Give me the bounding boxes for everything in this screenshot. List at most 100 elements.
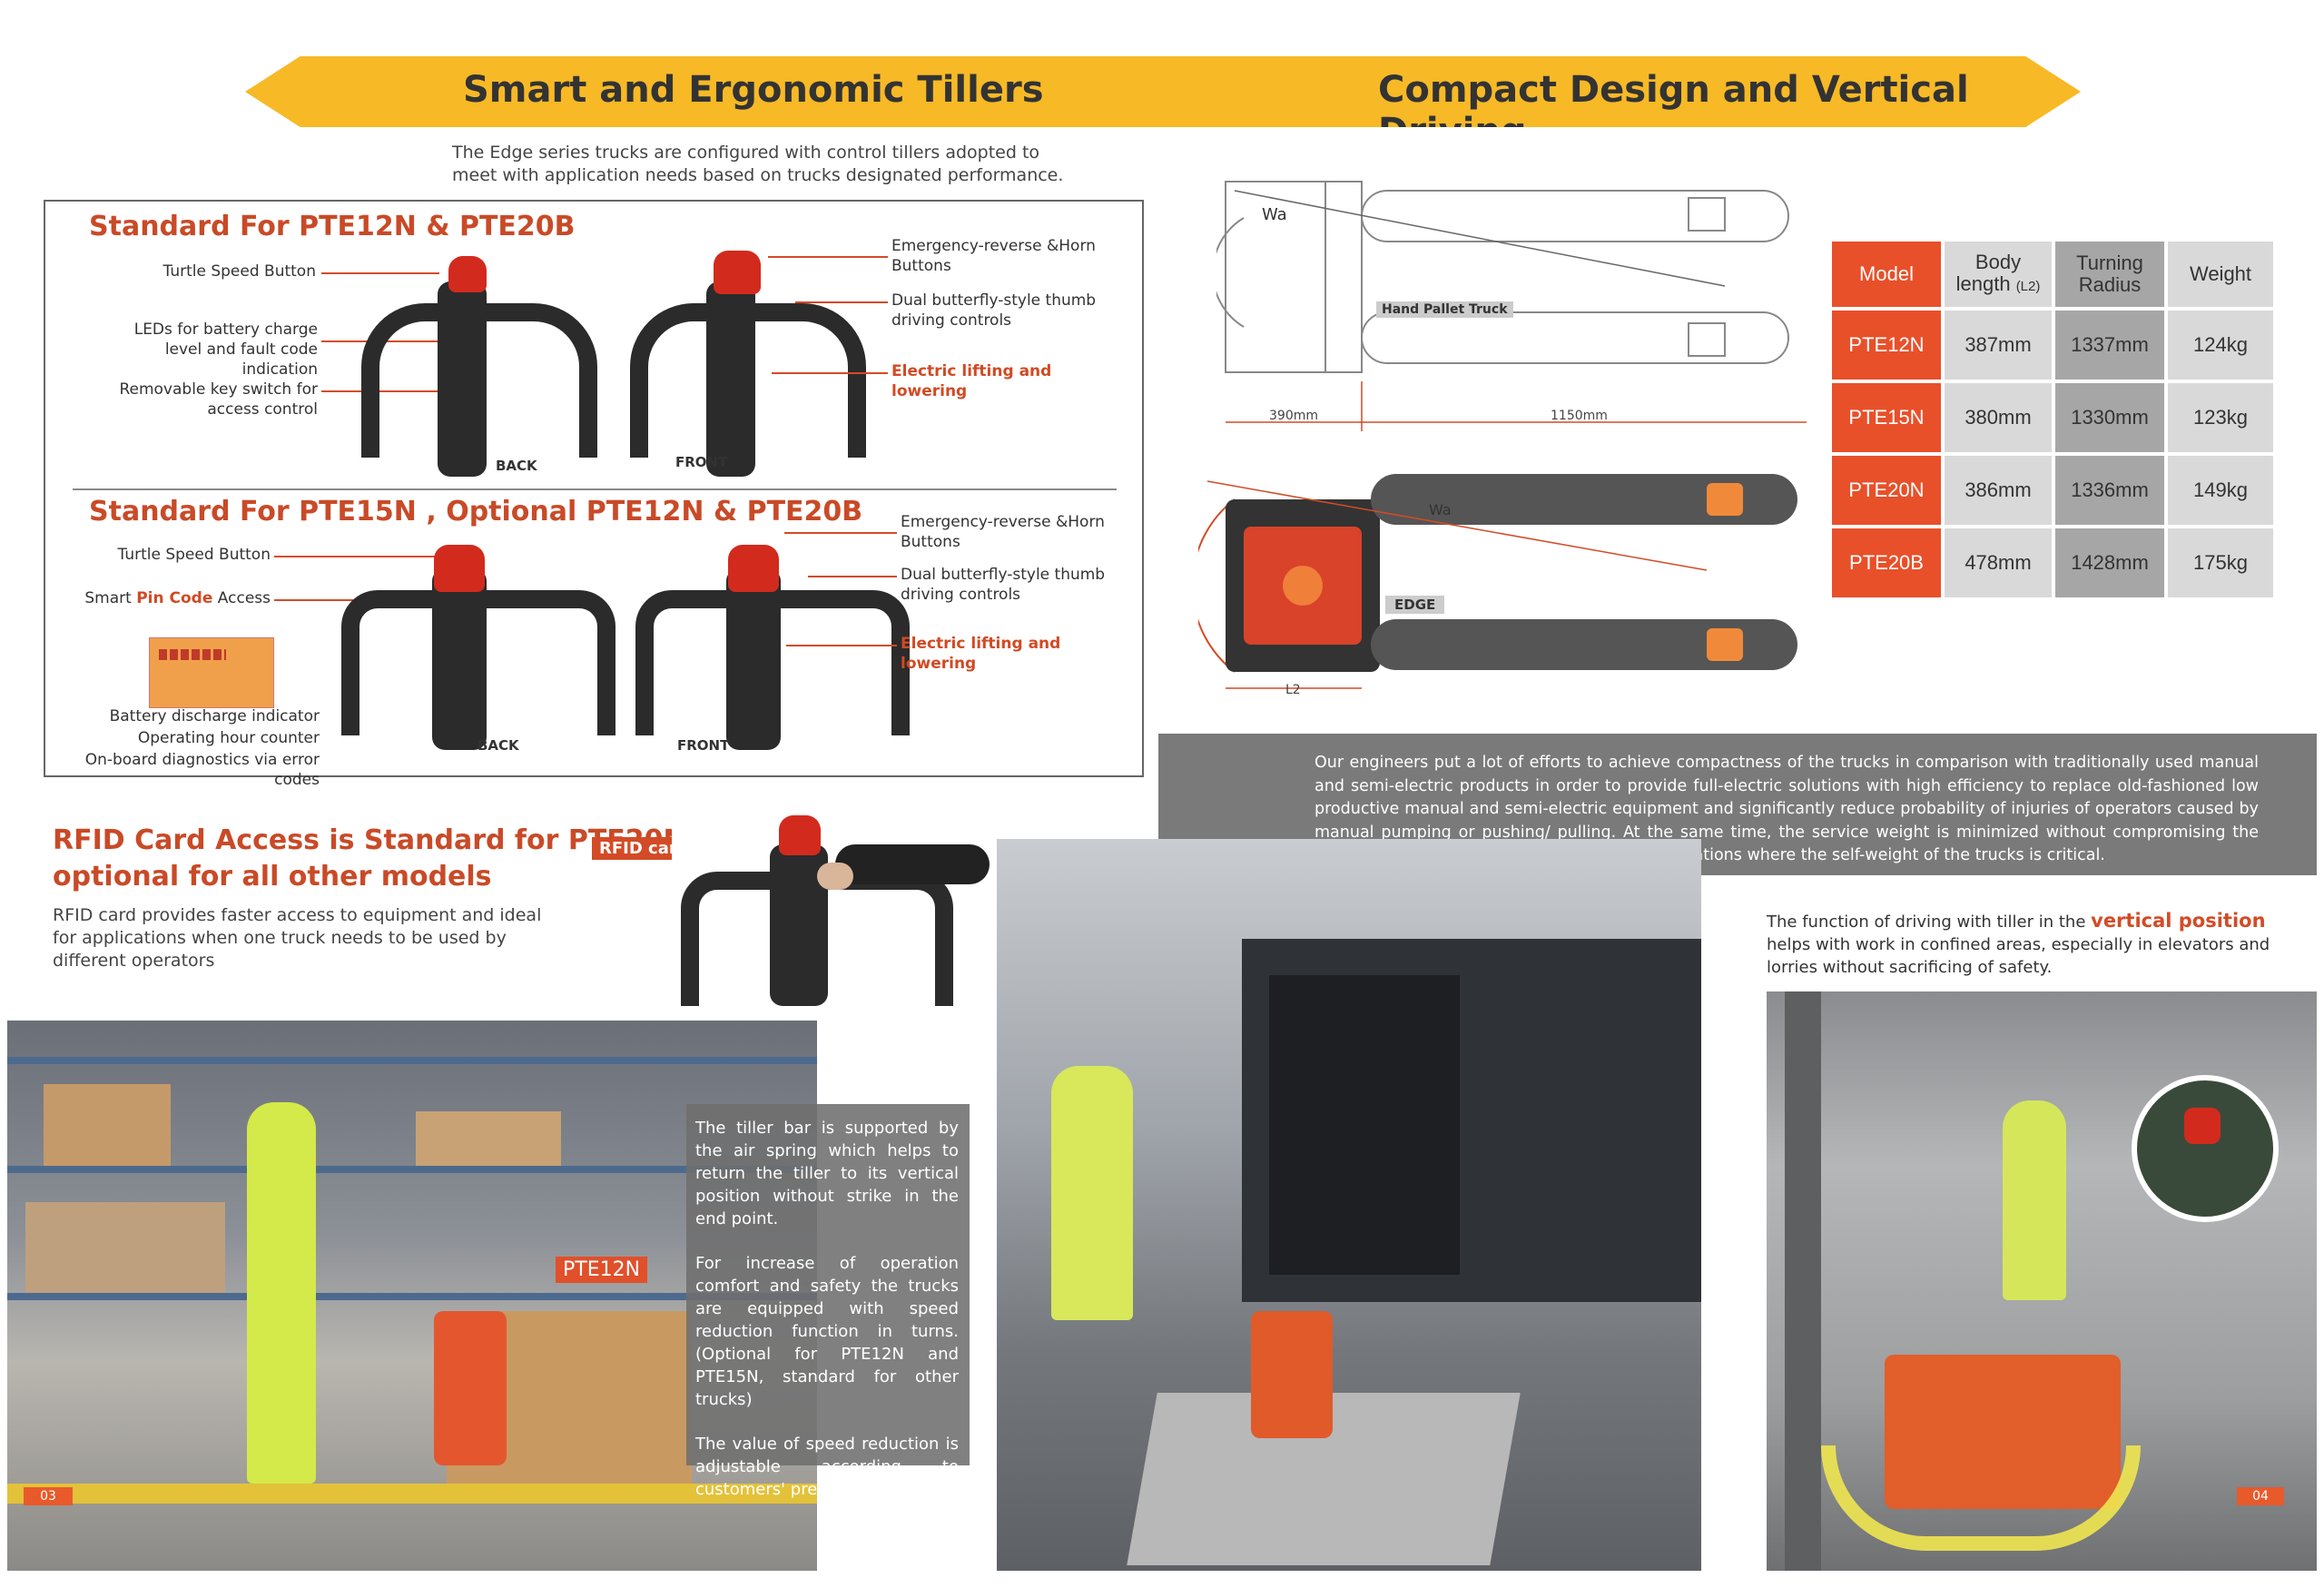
warehouse-p2: For increase of operation comfort and sa… <box>695 1254 959 1409</box>
floor-line <box>7 1484 817 1504</box>
tiller-back-1-stem <box>438 281 487 477</box>
tiller-back-2-stem <box>432 568 487 750</box>
s1-back-label: BACK <box>496 458 537 474</box>
hand-shape <box>817 863 853 890</box>
header-turning: Turning Radius <box>2055 242 2164 307</box>
boxes-1 <box>44 1084 171 1166</box>
s2-hours-label: Operating hour counter <box>137 729 320 747</box>
tiller-front-2-head <box>728 545 779 592</box>
vertical-suffix: helps with work in confined areas, espec… <box>1767 935 2270 977</box>
vertical-highlight: vertical position <box>2091 910 2266 932</box>
hand-pallet-label: Hand Pallet Truck <box>1376 301 1513 318</box>
edge-fork-bottom <box>1371 619 1797 670</box>
s1-turtle-label: Turtle Speed Button <box>162 262 316 281</box>
cell-model: PTE20B <box>1832 528 1941 597</box>
elevator-door-frame <box>1785 991 1821 1571</box>
intro-text: The Edge series trucks are configured wi… <box>452 143 1064 185</box>
s2-diag-label: On-board diagnostics via error codes <box>84 751 320 789</box>
header-weight: Weight <box>2168 242 2273 307</box>
s2-turtle-line <box>274 556 438 557</box>
s2-emergency-line <box>784 532 897 534</box>
rfid-tiller-image <box>672 808 990 1006</box>
s1-emergency-label: Emergency-reverse &Horn Buttons <box>891 237 1096 275</box>
s2-butterfly-line <box>808 576 897 577</box>
tiller-front-2-handle <box>635 590 910 735</box>
cell-body: 478mm <box>1945 528 2052 597</box>
table-row: PTE20N 386mm 1336mm 149kg <box>1832 456 2273 525</box>
cell-body: 387mm <box>1945 311 2052 380</box>
table-row: PTE20B 478mm 1428mm 175kg <box>1832 528 2273 597</box>
cell-turning: 1337mm <box>2055 311 2164 380</box>
truck-delivery-photo <box>997 839 1701 1571</box>
edge-label: EDGE <box>1385 596 1445 614</box>
s1-butterfly-label: Dual butterfly-style thumb driving contr… <box>891 291 1097 330</box>
tiller-front-1-stem <box>706 281 755 477</box>
s1-lifting-line <box>772 372 888 374</box>
boxes-3 <box>25 1202 225 1293</box>
s2-lifting-line <box>786 645 897 646</box>
s2-pin-suffix: Access <box>212 589 271 607</box>
s1-butterfly-line <box>795 301 888 303</box>
tiller-closeup-circle <box>2132 1075 2279 1222</box>
rfid-title-line2: optional for all other models <box>53 861 492 893</box>
pallet-truck-body <box>434 1311 507 1465</box>
delivery-truck-body <box>1251 1311 1333 1438</box>
vertical-prefix: The function of driving with tiller in t… <box>1767 912 2092 932</box>
cell-turning: 1428mm <box>2055 528 2164 597</box>
warehouse-overlay: The tiller bar is supported by the air s… <box>686 1104 970 1499</box>
hand-turn-line <box>1234 190 1726 287</box>
cell-body: 386mm <box>1945 456 2052 525</box>
left-banner-title: Smart and Ergonomic Tillers <box>463 69 1044 111</box>
header-banner: Smart and Ergonomic Tillers Compact Desi… <box>245 56 2081 127</box>
table-row: PTE15N 380mm 1330mm 123kg <box>1832 383 2273 452</box>
tiller-front-1-head <box>714 251 761 294</box>
vertical-text: The function of driving with tiller in t… <box>1767 910 2275 979</box>
s2-back-label: BACK <box>478 737 519 754</box>
edge-fork-roller-bottom <box>1707 628 1743 661</box>
page-number-04: 04 <box>2237 1487 2284 1505</box>
hand-fork-top <box>1361 190 1789 242</box>
rfid-title: RFID Card Access is Standard for PTE20N … <box>53 823 686 895</box>
header-body: Body length (L2) <box>1945 242 2052 307</box>
standard2-title: Standard For PTE15N , Optional PTE12N & … <box>89 496 863 528</box>
s2-emergency-label: Emergency-reverse &Horn Buttons <box>901 513 1105 551</box>
s2-turtle-label: Turtle Speed Button <box>117 546 271 564</box>
hand-fork-bottom <box>1361 311 1789 364</box>
edge-diagram <box>1198 474 1797 689</box>
warehouse-p3: The value of speed reduction is adjustab… <box>695 1435 959 1499</box>
delivery-operator <box>1051 1066 1133 1320</box>
s1-emergency-line <box>768 256 888 258</box>
s2-battery-label: Battery discharge indicator <box>109 707 320 725</box>
s2-lifting-label: Electric lifting and lowering <box>901 635 1061 673</box>
edge-turn-arc <box>1198 498 1236 673</box>
cell-weight: 123kg <box>2168 383 2273 452</box>
hand-fork-wheel-top <box>1688 197 1726 232</box>
header-model: Model <box>1832 242 1941 307</box>
s1-leds-label: LEDs for battery charge level and fault … <box>133 321 318 379</box>
rack-beam-1 <box>7 1057 817 1064</box>
tiller-front-2-stem <box>726 568 781 750</box>
boxes-2 <box>416 1111 561 1166</box>
cell-weight: 124kg <box>2168 311 2273 380</box>
header-body-unit: (L2) <box>2015 278 2041 294</box>
pte12n-tag: PTE12N <box>556 1257 648 1283</box>
header-body-text: Body length <box>1955 250 2022 295</box>
hand-fork-wheel-bottom <box>1688 322 1726 357</box>
hand-truck-arc <box>1216 217 1245 328</box>
elevator-photo <box>1767 991 2317 1571</box>
standard1-title: Standard For PTE12N & PTE20B <box>89 211 576 242</box>
hand-truck-frame <box>1324 181 1363 373</box>
l2-label: L2 <box>1285 683 1301 697</box>
tiller-box <box>44 200 1144 777</box>
s1-front-label: FRONT <box>675 454 728 470</box>
s2-pin-label: Smart Pin Code Access <box>54 588 271 608</box>
cell-weight: 149kg <box>2168 456 2273 525</box>
cell-turning: 1330mm <box>2055 383 2164 452</box>
lcd-display-image <box>149 637 274 708</box>
table-row: PTE12N 387mm 1337mm 124kg <box>1832 311 2273 380</box>
rfid-tiller-head <box>779 815 821 855</box>
dim-390-label: 390mm <box>1269 409 1318 423</box>
spec-header-row: Model Body length (L2) Turning Radius We… <box>1832 242 2273 307</box>
cell-body: 380mm <box>1945 383 2052 452</box>
s1-key-label: Removable key switch for access control <box>119 380 318 419</box>
